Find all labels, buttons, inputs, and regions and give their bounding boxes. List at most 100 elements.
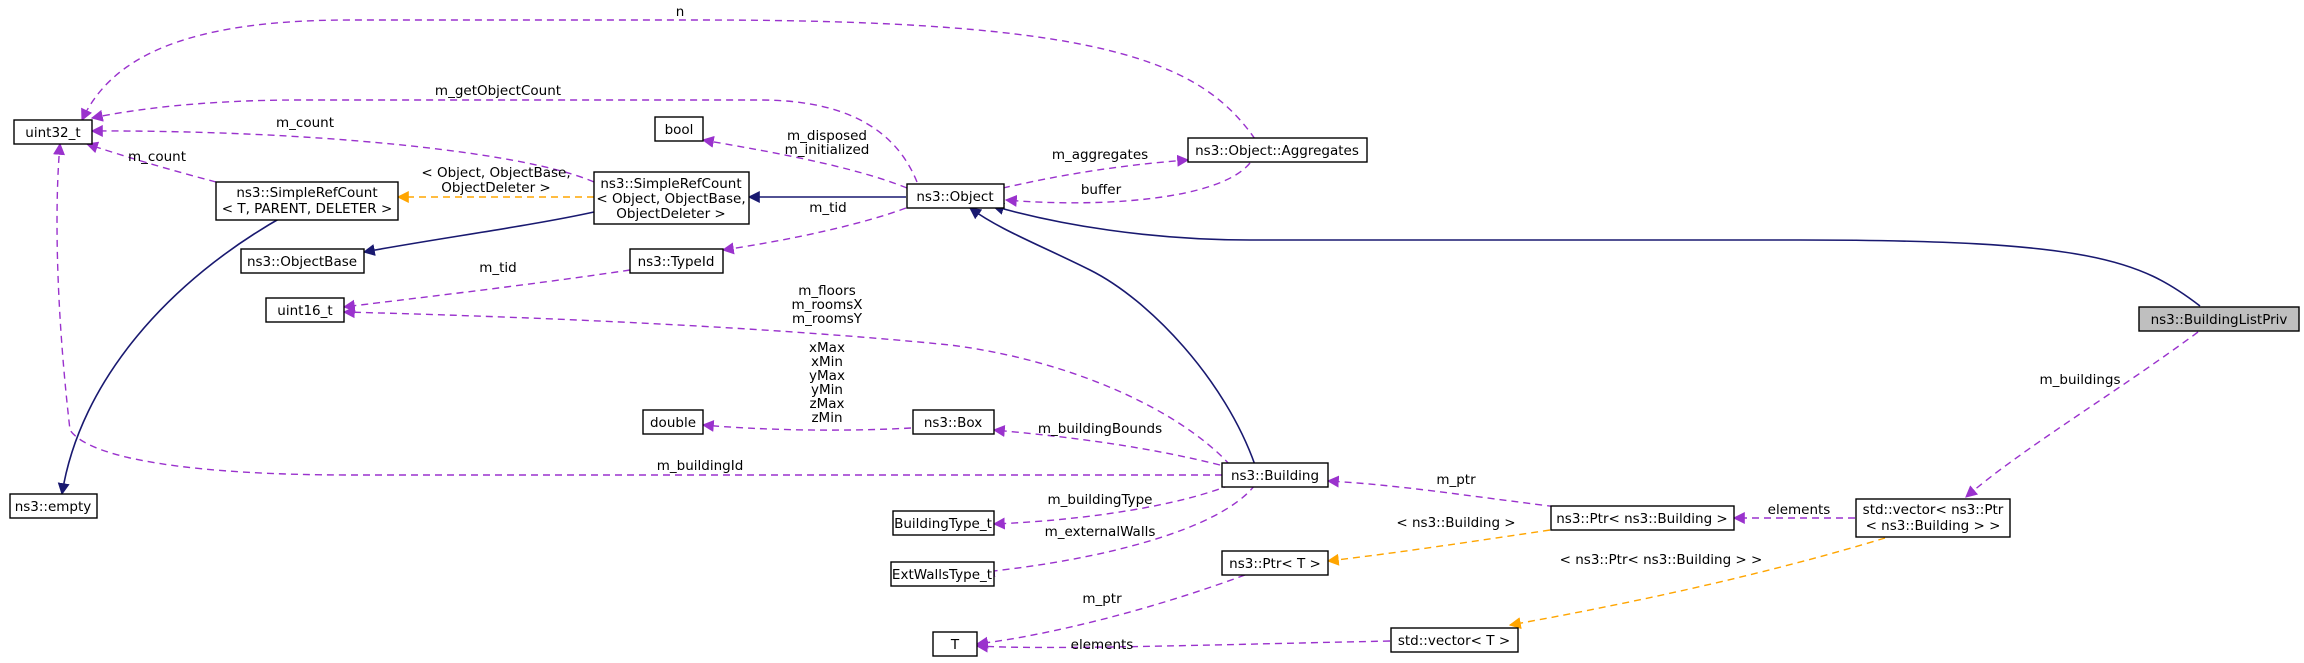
node-bool-label: bool [665,122,694,138]
label-ptr-building: m_ptr [1436,472,1476,488]
label-ymin: yMin [811,382,843,398]
node-vector-t[interactable]: std::vector< T > [1390,627,1519,653]
node-empty-label: ns3::empty [15,499,92,515]
node-buildinglistpriv[interactable]: ns3::BuildingListPriv [2138,306,2300,332]
node-double-label: double [650,415,696,431]
edge-aggregates [1002,154,1190,189]
node-uint16-t-label: uint16_t [277,303,332,319]
edge-labels: n m_getObjectCount m_count m_count m_dis… [128,4,2121,653]
edge-tid-typeid [342,269,631,312]
edge-box-to-double [701,419,912,432]
node-vector-ptr-building[interactable]: std::vector< ns3::Ptr < ns3::Building > … [1855,498,2011,538]
label-buffer: buffer [1081,182,1122,198]
node-object-label: ns3::Object [916,189,993,205]
label-ymax: yMax [809,368,845,384]
edge-srcobj-to-objectbase [362,211,595,256]
edge-externalwalls [982,484,1256,577]
node-box[interactable]: ns3::Box [912,409,995,435]
label-tmpl-vector: < ns3::Ptr< ns3::Building > > [1560,552,1763,568]
node-simplerefcount-tpd[interactable]: ns3::SimpleRefCount < T, PARENT, DELETER… [215,181,399,221]
edge-tmpl-ptrbuilding [1326,529,1551,566]
label-buildingid: m_buildingId [657,458,744,474]
label-externalwalls: m_externalWalls [1045,524,1156,540]
label-elements-vec: elements [1768,502,1831,518]
node-t-label: T [950,637,960,653]
node-extwallstype-t-label: ExtWallsType_t [892,567,992,583]
label-floors: m_floors [798,283,856,299]
label-roomsx: m_roomsX [791,297,862,313]
edge-buildingbounds [992,425,1221,466]
node-uint32-t-label: uint32_t [25,125,80,141]
node-uint32-t[interactable]: uint32_t [13,119,93,145]
node-objectbase[interactable]: ns3::ObjectBase [240,248,365,274]
node-ptr-t[interactable]: ns3::Ptr< T > [1221,550,1329,576]
label-count-srcobj: m_count [276,115,334,131]
node-ptr-t-label: ns3::Ptr< T > [1229,556,1321,572]
node-object-aggregates[interactable]: ns3::Object::Aggregates [1187,137,1368,163]
edge-floors [342,306,1231,466]
node-simplerefcount-object-label-1: ns3::SimpleRefCount [600,176,741,192]
label-tmpl-srcobj-1: < Object, ObjectBase, [421,165,570,181]
edge-tid-object [721,207,907,255]
edge-count-srctpd [85,141,217,183]
label-count-srctpd: m_count [128,149,186,165]
node-t[interactable]: T [932,631,978,657]
node-simplerefcount-object-label-2: < Object, ObjectBase, [596,191,745,207]
node-bool[interactable]: bool [654,116,704,142]
node-vector-ptr-building-label-1: std::vector< ns3::Ptr [1863,502,2004,518]
node-buildingtype-t[interactable]: BuildingType_t [892,510,995,536]
label-tmpl-building: < ns3::Building > [1396,515,1515,531]
node-simplerefcount-tpd-label-2: < T, PARENT, DELETER > [222,201,393,217]
edge-root-to-object [991,203,2201,307]
node-uint16-t[interactable]: uint16_t [265,297,345,323]
edge-tmpl-vector [1508,537,1886,630]
label-aggregates: m_aggregates [1052,147,1148,163]
edge-srctpd-to-empty [57,215,285,496]
label-tid-object: m_tid [809,200,847,216]
label-xmin: xMin [811,354,843,370]
edges [53,19,2201,653]
node-double[interactable]: double [642,409,704,435]
node-buildinglistpriv-label: ns3::BuildingListPriv [2151,312,2288,328]
edge-n [81,19,1256,140]
node-box-label: ns3::Box [924,415,982,431]
node-objectbase-label: ns3::ObjectBase [247,254,357,270]
label-tid-typeid: m_tid [479,260,517,276]
label-disposed: m_disposed [787,128,867,144]
node-typeid[interactable]: ns3::TypeId [629,248,724,274]
node-building[interactable]: ns3::Building [1221,462,1329,488]
edge-ptr-t [975,574,1246,649]
label-zmax: zMax [810,396,845,412]
node-building-label: ns3::Building [1231,468,1319,484]
node-vector-ptr-building-label-2: < ns3::Building > > [1866,518,2001,534]
edge-ptr-building [1326,475,1567,509]
edge-buffer [1004,162,1251,207]
label-buildingtype: m_buildingType [1048,492,1153,508]
label-roomsy: m_roomsY [792,311,863,327]
node-extwallstype-t[interactable]: ExtWallsType_t [890,561,995,587]
edge-buildings [1965,331,2199,498]
edge-building-to-object [969,207,1256,466]
edge-count-srcobj [90,124,595,183]
edge-buildingtype [992,484,1231,530]
node-object-aggregates-label: ns3::Object::Aggregates [1195,143,1359,159]
node-buildingtype-t-label: BuildingType_t [894,516,992,532]
label-buildingbounds: m_buildingBounds [1038,421,1162,437]
label-initialized: m_initialized [785,142,870,158]
node-empty[interactable]: ns3::empty [9,493,98,519]
node-vector-t-label: std::vector< T > [1398,633,1510,649]
node-simplerefcount-object[interactable]: ns3::SimpleRefCount < Object, ObjectBase… [593,171,750,225]
label-getobjectcount: m_getObjectCount [435,83,561,99]
node-typeid-label: ns3::TypeId [638,254,715,270]
label-tmpl-srcobj-2: ObjectDeleter > [441,180,550,196]
label-buildings: m_buildings [2039,372,2120,388]
node-simplerefcount-object-label-3: ObjectDeleter > [616,206,725,222]
node-object[interactable]: ns3::Object [906,183,1005,209]
edge-elements-t [975,640,1391,653]
label-n: n [676,4,685,20]
node-ptr-building[interactable]: ns3::Ptr< ns3::Building > [1550,505,1735,531]
edge-getobjectcount [90,99,918,183]
node-ptr-building-label: ns3::Ptr< ns3::Building > [1556,511,1728,527]
label-ptr-t: m_ptr [1082,591,1122,607]
label-zmin: zMin [811,410,842,426]
